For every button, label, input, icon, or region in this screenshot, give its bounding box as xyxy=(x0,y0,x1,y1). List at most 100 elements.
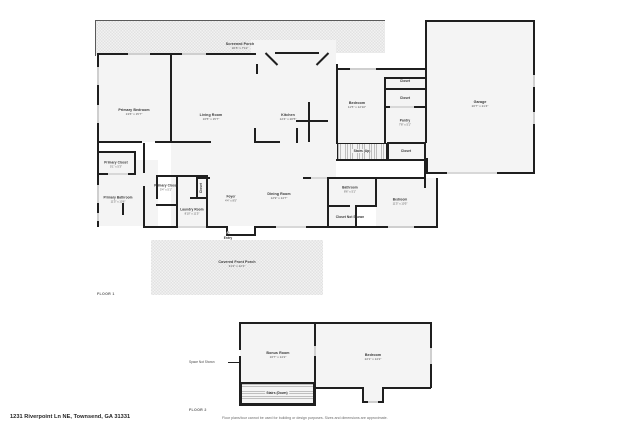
exterior-wall-left-e xyxy=(97,175,99,185)
wall-closet-small-left xyxy=(387,143,389,161)
wall-primary-closet-left-top xyxy=(98,151,136,153)
floor-1-tag: FLOOR 1 xyxy=(97,292,115,296)
wall-laundry-bottom-b xyxy=(206,226,212,228)
wall-laundry-bottom xyxy=(143,226,178,228)
wall-primary-closet-left-right xyxy=(134,151,136,175)
wall-primary-closet-left-bottom-b xyxy=(128,173,136,175)
covered-front-porch-area xyxy=(151,240,323,295)
wall-f2-stairs-top xyxy=(240,382,315,384)
wall-f2-notch-right xyxy=(382,387,384,403)
exterior-wall-top-left-b xyxy=(150,53,182,55)
kitchen-bay-wall-left xyxy=(256,64,258,74)
wall-closet-foyer-top xyxy=(196,177,210,179)
window-garage-right xyxy=(533,75,535,87)
exterior-wall-left-c xyxy=(97,123,99,153)
wall-closet-small-top xyxy=(387,142,425,144)
wall-closet-notshown-bottom xyxy=(328,226,356,228)
label-space-not-shown: Space Not Shown xyxy=(189,360,215,364)
wall-bath-lower-bottom-b xyxy=(356,205,376,207)
wall-interior-right-vert xyxy=(424,162,426,180)
wall-dining-top-b xyxy=(303,177,311,179)
wall-garage-left xyxy=(425,20,427,78)
wall-closet-foyer-bottom xyxy=(190,197,208,199)
wall-garage-bottom-b xyxy=(497,172,535,174)
exterior-wall-left-d xyxy=(97,153,99,175)
property-address: 1231 Riverpoint Ln NE, Townsend, GA 3133… xyxy=(10,414,131,420)
wall-f2-notch-bottom-b xyxy=(378,401,384,403)
room-fill-bath-lower xyxy=(328,178,376,206)
label-stairs-up: Stairs (Up) xyxy=(352,149,372,153)
wall-primary-closet-right-side xyxy=(176,177,178,227)
wall-closet-strip-right xyxy=(425,77,427,143)
wall-closet-1-bottom xyxy=(384,88,426,90)
room-fill-bedroom-lower xyxy=(376,178,436,226)
room-fill-living-room xyxy=(171,55,251,142)
wall-jog-garage-bedroom xyxy=(426,158,428,174)
exterior-wall-top-left-a xyxy=(98,53,128,55)
exterior-wall-left-g xyxy=(97,221,99,227)
wall-bath-lower-bottom xyxy=(328,205,350,207)
wall-kitchen-right-stub xyxy=(296,120,308,122)
window-f2-right xyxy=(430,348,432,364)
wall-f2-divider-b xyxy=(314,356,316,406)
window-left-4 xyxy=(97,213,99,221)
exterior-wall-top-left-c xyxy=(206,53,256,55)
wall-f2-right-b xyxy=(430,364,432,388)
wall-closet-small-right xyxy=(424,142,426,162)
space-not-shown-leader xyxy=(228,362,241,363)
exterior-wall-left-b xyxy=(97,85,99,105)
wall-kitchen-right-top xyxy=(308,120,328,122)
wall-f2-divider xyxy=(314,322,316,346)
wall-f2-right xyxy=(430,322,432,348)
screened-porch-area xyxy=(95,21,385,53)
wall-f2-left xyxy=(239,322,241,350)
floor-1-plan: Screened Porch 32'6" x 7'11" Primary Bed… xyxy=(95,20,535,296)
room-fill-primary-bedroom xyxy=(98,55,171,142)
wall-f2-left-b xyxy=(239,356,241,406)
wall-foyer-bottom-left xyxy=(212,226,226,228)
wall-primary-closet-top xyxy=(156,175,206,177)
wall-primary-bedroom-right xyxy=(170,53,172,143)
wall-primary-bedroom-bottom-b xyxy=(155,141,172,143)
window-bedroom-lower xyxy=(388,226,414,228)
wall-primary-bath-inner xyxy=(122,203,124,215)
wall-kitchen-island-bottom xyxy=(254,141,280,143)
window-left-2 xyxy=(97,105,99,123)
wall-f2-bedroom-bottom-a xyxy=(316,387,363,389)
wall-bedroom-upper-left xyxy=(336,68,338,144)
wall-kitchen-right-partial xyxy=(296,128,298,143)
wall-bedroom-lower-bottom-b xyxy=(414,226,438,228)
room-fill-bedroom-floor2 xyxy=(315,323,431,388)
wall-garage-right-c xyxy=(533,124,535,174)
door-primary-closet-left xyxy=(108,173,128,175)
window-left-1 xyxy=(97,67,99,85)
wall-bedroom-lower-bottom-a xyxy=(356,226,388,228)
wall-garage-bottom-a xyxy=(425,172,447,174)
wall-bedroom-lower-right xyxy=(436,178,438,226)
wall-closet-notshown-right xyxy=(355,205,357,227)
wall-dining-right xyxy=(327,178,329,228)
wall-primary-closet-left-bottom xyxy=(98,173,108,175)
wall-closet-small-bottom xyxy=(389,159,425,161)
window-top-3 xyxy=(350,68,376,70)
room-fill-bedroom-floor2-notch xyxy=(362,388,384,402)
wall-closet-strip-left xyxy=(384,77,386,143)
wall-primary-closet-left-side xyxy=(156,175,158,199)
wall-entry-bottom xyxy=(226,234,256,236)
wall-bath-lower-top xyxy=(328,177,376,179)
room-fill-center xyxy=(171,142,336,226)
room-fill-bedroom-upper xyxy=(336,70,384,142)
wall-primary-closet-bottom xyxy=(156,204,178,206)
window-garage-right-2 xyxy=(533,112,535,124)
disclaimer-text: Floor plans/tour cannot be used for buil… xyxy=(222,416,388,420)
wall-f2-notch-left xyxy=(362,387,364,403)
wall-stairs-band-bottom xyxy=(336,159,388,161)
screened-porch-wall-left xyxy=(95,20,96,56)
room-fill-closet-notshown xyxy=(328,206,356,226)
wall-laundry-right xyxy=(206,175,208,227)
room-fill-garage xyxy=(426,22,534,173)
window-f2-notch xyxy=(368,401,378,403)
label-stairs-down: Stairs (Down) xyxy=(265,391,289,395)
door-dining-top xyxy=(311,177,327,179)
